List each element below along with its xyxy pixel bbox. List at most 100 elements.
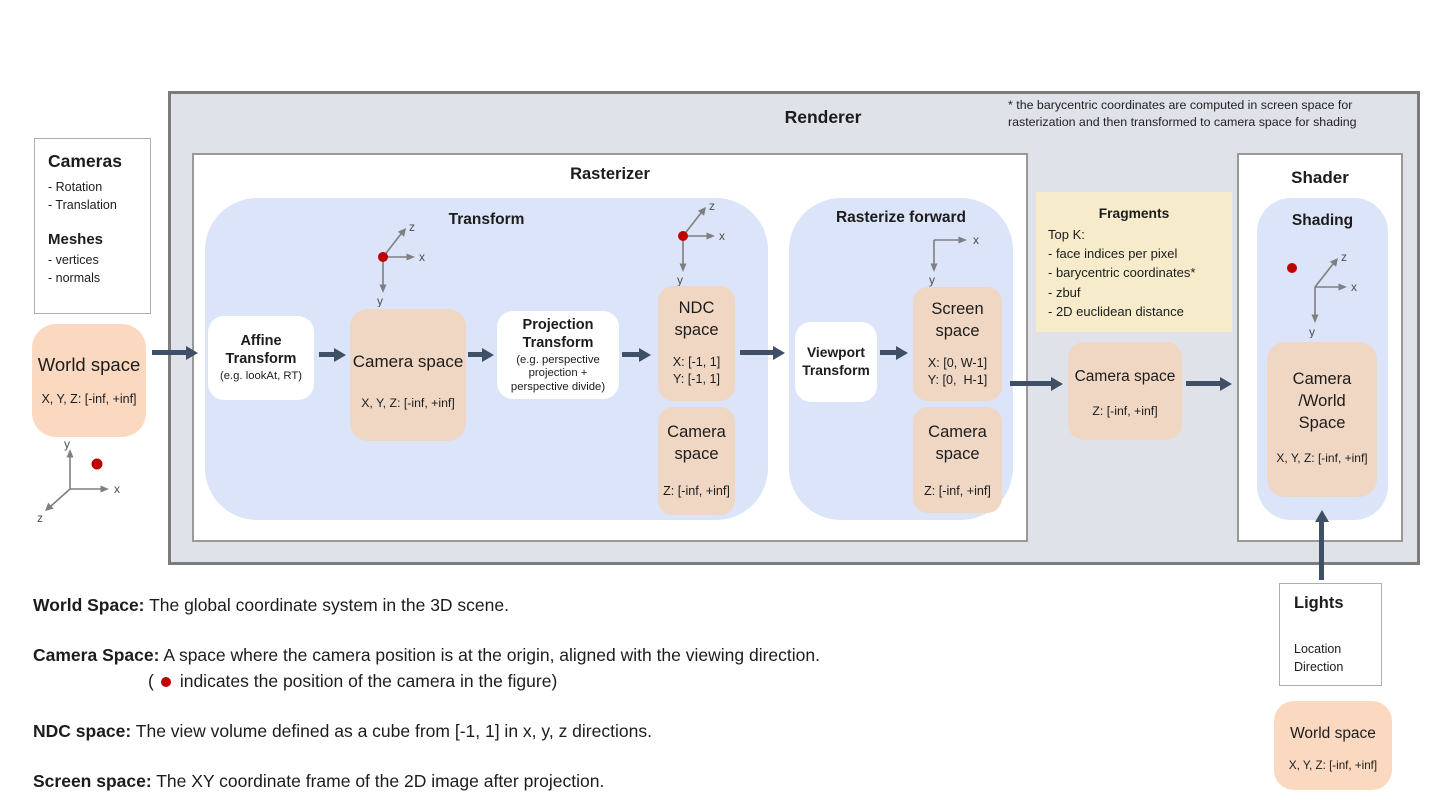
world-x-axis-head xyxy=(100,485,109,493)
world-z-axis-line xyxy=(50,488,71,507)
definition-term: NDC space: xyxy=(33,721,132,741)
ndc-z-axis-label: z xyxy=(709,200,715,213)
definition-text: A space where the camera position is at … xyxy=(163,645,820,665)
shading-z-axis-line xyxy=(1314,263,1334,288)
shading-z-axis-head xyxy=(1329,258,1338,267)
camera-space-box-transform: Camera space X, Y, Z: [-inf, +inf] xyxy=(350,309,466,441)
world-z-axis-label: z xyxy=(37,511,43,525)
arrow-projection-to-ndc-head xyxy=(639,348,651,362)
world-left-range: X, Y, Z: [-inf, +inf] xyxy=(41,392,137,406)
screen-x-axis-head xyxy=(958,236,967,244)
projection-sub-line3: perspective divide) xyxy=(510,380,606,393)
affine-subtitle: (e.g. lookAt, RT) xyxy=(219,370,303,383)
camera-mid-label: Camera space xyxy=(1074,368,1176,385)
screen-x-axis-label: x xyxy=(973,233,979,247)
rasterizer-title: Rasterizer xyxy=(570,165,650,183)
meshes-title: Meshes xyxy=(48,231,104,248)
screen-label-line2: space xyxy=(935,322,980,340)
shader-title: Shader xyxy=(1291,168,1349,187)
ndc-space-box: NDC space X: [-1, 1] Y: [-1, 1] xyxy=(658,286,735,401)
camera-mid-range: Z: [-inf, +inf] xyxy=(1092,404,1158,418)
projection-sub-line1: (e.g. perspective xyxy=(516,353,600,366)
lights-item-location: Location xyxy=(1294,642,1342,656)
arrow-ndc-to-viewport-line xyxy=(740,350,773,355)
camera-x-axis-head xyxy=(406,253,415,261)
camera-z2-label-line2: space xyxy=(935,445,980,463)
fragments-line: Top K: xyxy=(1048,227,1085,242)
renderer-title: Renderer xyxy=(784,107,862,127)
definition-text: The XY coordinate frame of the 2D image … xyxy=(156,771,605,791)
definition-screen-space: Screen space: The XY coordinate frame of… xyxy=(33,771,604,792)
ndc-x-axis-label: x xyxy=(719,229,725,243)
lights-panel: Lights Location Direction xyxy=(1279,583,1382,686)
arrow-camera-mid-to-shader-head xyxy=(1220,377,1232,391)
arrow-world-to-affine-head xyxy=(186,346,198,360)
camera-space-box-mid: Camera space Z: [-inf, +inf] xyxy=(1068,342,1182,440)
definition-term: World Space: xyxy=(33,595,145,615)
shading-axes-icon: z x y xyxy=(1287,250,1357,338)
screen-label-line1: Screen xyxy=(931,300,984,318)
definition-camera-note: (indicates the position of the camera in… xyxy=(148,671,557,692)
fragments-line: - 2D euclidean distance xyxy=(1048,303,1184,319)
transform-title: Transform xyxy=(448,211,525,228)
meshes-item-normals: - normals xyxy=(48,271,101,285)
cameras-item-rotation: - Rotation xyxy=(48,180,103,194)
camera-position-dot xyxy=(91,458,103,470)
world-axes-icon: y x z xyxy=(37,439,120,525)
shading-x-axis-head xyxy=(1338,283,1347,291)
camera-dot-icon xyxy=(160,676,171,687)
ndc-label-line2: space xyxy=(674,321,719,339)
cameras-panel: Cameras - Rotation - Translation Meshes … xyxy=(34,138,151,314)
affine-title-line2: Transform xyxy=(225,351,297,368)
arrow-lights-to-shading-head xyxy=(1315,510,1329,522)
arrow-world-to-affine-line xyxy=(152,350,186,355)
world-left-label: World space xyxy=(37,354,141,375)
screen-y-axis-head xyxy=(930,263,938,272)
arrow-lights-to-shading-line xyxy=(1319,522,1324,580)
shading-x-axis-label: x xyxy=(1351,280,1357,294)
lights-item-direction: Direction xyxy=(1294,660,1344,674)
definition-camera-space: Camera Space: A space where the camera p… xyxy=(33,645,820,666)
fragments-line: - zbuf xyxy=(1048,284,1081,300)
camera-world-line1: Camera xyxy=(1292,370,1352,388)
rasterize-forward-title: Rasterize forward xyxy=(835,209,967,226)
camera-y-axis-label: y xyxy=(377,294,383,307)
projection-title-line2: Transform xyxy=(522,334,594,351)
screen-range-x: X: [0, W-1] xyxy=(927,356,988,370)
camera-space-label: Camera space xyxy=(352,352,464,371)
camera-space-range: X, Y, Z: [-inf, +inf] xyxy=(361,396,455,410)
arrow-affine-to-camera-line xyxy=(319,352,334,357)
note-text: indicates the position of the camera in … xyxy=(179,671,558,691)
camera-z2-range: Z: [-inf, +inf] xyxy=(924,484,991,498)
barycentric-note-line1: * the barycentric coordinates are comput… xyxy=(1008,98,1353,112)
arrow-rasterizer-to-camera-mid-head xyxy=(1051,377,1063,391)
ndc-range-x: X: [-1, 1] xyxy=(672,355,721,369)
cameras-item-translation: - Translation xyxy=(48,198,117,212)
camera-z-label-line1: Camera xyxy=(667,423,726,441)
world-bottom-range: X, Y, Z: [-inf, +inf] xyxy=(1288,759,1378,772)
camera-space-z-box-screen: Camera space Z: [-inf, +inf] xyxy=(913,407,1002,513)
fragments-list: Top K: - face indices per pixel - baryce… xyxy=(1048,225,1195,321)
arrow-camera-mid-to-shader-line xyxy=(1186,381,1220,386)
camera-x-axis-label: x xyxy=(419,250,425,264)
shading-z-axis-label: z xyxy=(1341,250,1347,264)
camera-z-label-line2: space xyxy=(674,445,719,463)
camera-world-line3: Space xyxy=(1298,414,1346,432)
ndc-x-axis-head xyxy=(706,232,715,240)
ndc-y-axis-head xyxy=(679,263,687,272)
lights-items: Location Direction xyxy=(1294,640,1381,676)
arrow-camera-to-projection-line xyxy=(468,352,482,357)
projection-sub-line2: projection + xyxy=(528,367,588,380)
camera-position-dot xyxy=(1287,263,1297,273)
fragments-line: - barycentric coordinates* xyxy=(1048,265,1196,281)
camera-z-axis-label: z xyxy=(409,221,415,234)
arrow-rasterizer-to-camera-mid-line xyxy=(1010,381,1051,386)
camera-y-axis-head xyxy=(379,284,387,293)
definition-term: Camera Space: xyxy=(33,645,160,665)
shading-y-axis-label: y xyxy=(1309,325,1315,338)
cameras-title: Cameras xyxy=(48,151,122,171)
viewport-title-line2: Transform xyxy=(802,363,870,378)
camera-world-space-box: Camera /World Space X, Y, Z: [-inf, +inf… xyxy=(1267,342,1377,497)
fragments-title: Fragments xyxy=(1098,206,1170,221)
